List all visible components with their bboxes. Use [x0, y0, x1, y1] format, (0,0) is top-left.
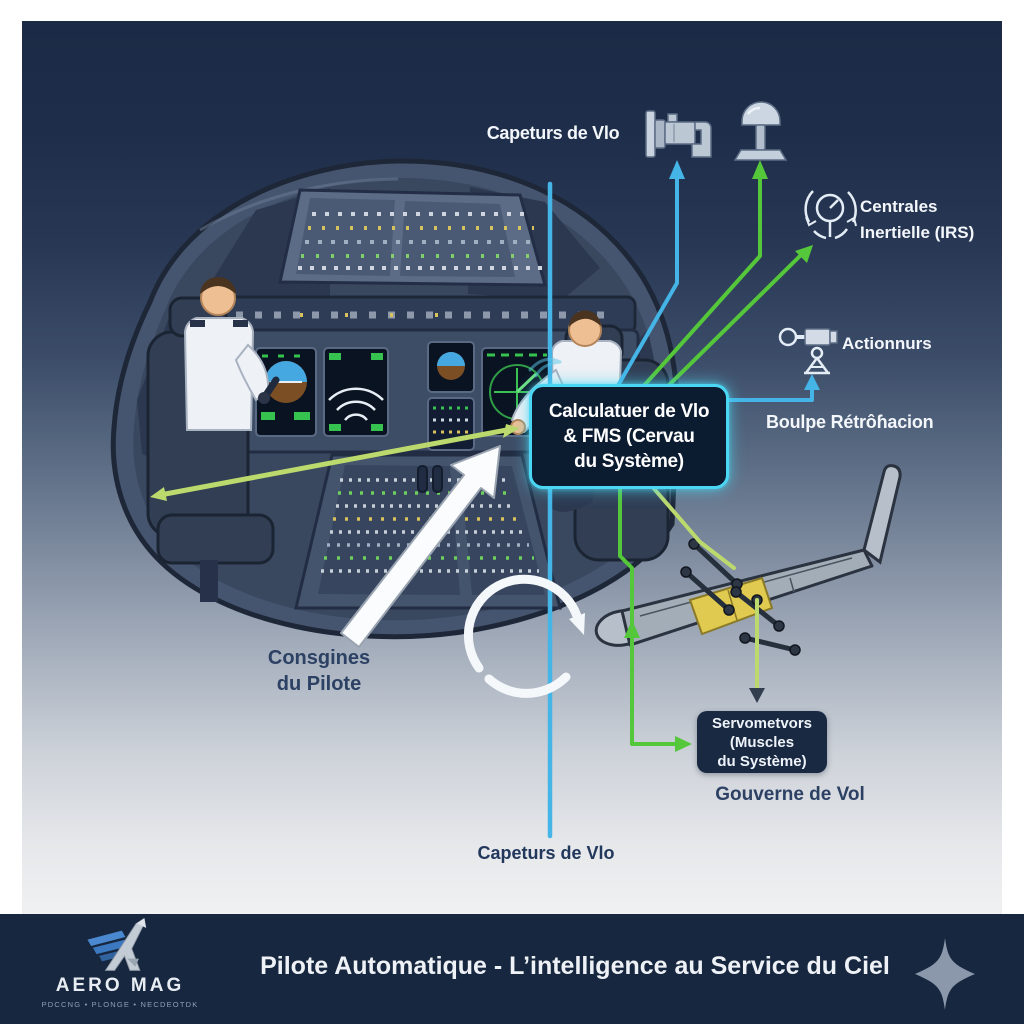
label-pilot-inputs-line1: Consgines	[267, 647, 371, 669]
flight-computer-box: Calculatuer de Vlo & FMS (Cervau du Syst…	[529, 384, 729, 489]
footer-title: Pilote Automatique - L’intelligence au S…	[260, 952, 890, 980]
label-flight-sensors-bottom: Capeturs de Vlo	[477, 843, 615, 863]
static-sensor-icon	[733, 101, 788, 161]
label-inertial-line1: Centrales	[860, 197, 938, 216]
servomotors-box: Servometvors (Muscles du Système)	[697, 711, 827, 773]
brand-plane-icon	[87, 918, 147, 971]
overhead-panel-illustration	[278, 188, 547, 287]
gyroscope-icon	[804, 190, 857, 240]
label-control-surface: Gouverne de Vol	[715, 784, 865, 805]
label-inertial-reference: Centrales Inertielle (IRS)	[860, 194, 974, 246]
brand-block: AERO MAG PDCCNG • PLONGE • NECDEOTDK	[35, 918, 205, 1009]
label-flight-sensors-top: Capeturs de Vlo	[486, 123, 620, 143]
nd-left-screen	[323, 347, 389, 437]
captain-illustration	[146, 277, 280, 602]
computer-box-line3: du Système)	[574, 451, 684, 472]
linkage-joints	[680, 538, 801, 656]
brand-name: AERO MAG	[55, 975, 185, 996]
sparkle-icon	[915, 938, 975, 1010]
servo-box-line3: du Système)	[717, 752, 807, 770]
rotation-loop-icon	[463, 574, 585, 698]
label-pilot-inputs: Consgines du Pilote	[219, 645, 419, 697]
label-feedback-loop: Boulpe Rétrôɦacion	[766, 412, 934, 432]
computer-box-line2: & FMS (Cervau	[563, 426, 695, 447]
label-actuators: Actionnurs	[842, 334, 932, 353]
pitot-probe-icon	[645, 110, 712, 158]
servo-box-line2: (Muscles	[729, 733, 795, 751]
actuator-icon	[778, 327, 838, 375]
servo-box-line1: Servometvors	[711, 714, 813, 732]
connector-lines	[150, 160, 820, 839]
computer-box-line1: Calculatuer de Vlo	[548, 401, 710, 422]
label-pilot-inputs-line2: du Pilote	[276, 673, 362, 695]
brand-tagline: PDCCNG • PLONGE • NECDEOTDK	[41, 1000, 199, 1009]
label-inertial-line2: Inertielle (IRS)	[860, 223, 975, 242]
footer-band: AERO MAG PDCCNG • PLONGE • NECDEOTDK Pil…	[0, 914, 1024, 1024]
wing-illustration	[594, 464, 902, 656]
pilot-command-arrow	[340, 445, 501, 648]
